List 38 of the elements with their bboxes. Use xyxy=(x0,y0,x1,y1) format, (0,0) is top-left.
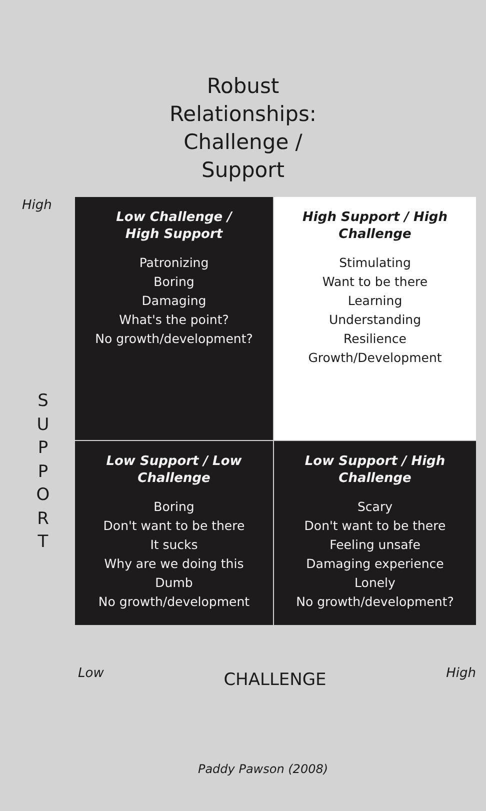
quadrant-panel xyxy=(274,197,476,440)
quadrant-heading: Low Support / Low Challenge xyxy=(105,453,243,487)
source-credit: Paddy Pawson (2008) xyxy=(196,762,330,776)
axis-end-label: High xyxy=(22,198,53,213)
quadrant-item: Resilience xyxy=(344,330,406,348)
quadrant-item: Feeling unsafe xyxy=(330,536,420,554)
quadrant-heading: Low Support / High Challenge xyxy=(304,453,446,487)
quadrant-heading: Low Challenge / High Support xyxy=(115,209,234,243)
quadrant-item: Damaging xyxy=(142,292,206,310)
quadrant-item: Boring xyxy=(154,498,194,516)
quadrant-item: Don't want to be there xyxy=(304,517,446,535)
axis-title: CHALLENGE xyxy=(222,670,328,690)
quadrant-item: No growth/development xyxy=(98,593,250,611)
quadrant-item: Why are we doing this xyxy=(104,555,244,573)
axis-title: SUPPORT xyxy=(36,390,50,554)
quadrant-item: Understanding xyxy=(328,311,422,329)
axis-end-label: Low xyxy=(78,666,105,681)
quadrant-item: No growth/development? xyxy=(296,593,454,611)
quadrant-item: Damaging experience xyxy=(306,555,444,573)
quadrant-item: What's the point? xyxy=(119,311,229,329)
quadrant-panel xyxy=(75,441,273,625)
quadrant-item: Don't want to be there xyxy=(103,517,245,535)
quadrant-item: It sucks xyxy=(150,536,198,554)
quadrant-item: Dumb xyxy=(155,574,193,592)
quadrant-item: Growth/Development xyxy=(308,349,442,367)
title: Robust Relationships: Challenge / Support xyxy=(168,73,318,184)
quadrant-item: Learning xyxy=(348,292,402,310)
quadrant-item: Want to be there xyxy=(322,273,428,291)
axis-end-label: High xyxy=(445,666,476,681)
quadrant-item: Patronizing xyxy=(139,254,209,272)
quadrant-item: Stimulating xyxy=(339,254,411,272)
quadrant-panel xyxy=(274,441,476,625)
quadrant-item: No growth/development? xyxy=(95,330,253,348)
quadrant-item: Scary xyxy=(357,498,392,516)
quadrant-item: Boring xyxy=(154,273,194,291)
quadrant-heading: High Support / High Challenge xyxy=(302,209,448,243)
quadrant-panel xyxy=(75,197,273,440)
quadrant-item: Lonely xyxy=(354,574,396,592)
